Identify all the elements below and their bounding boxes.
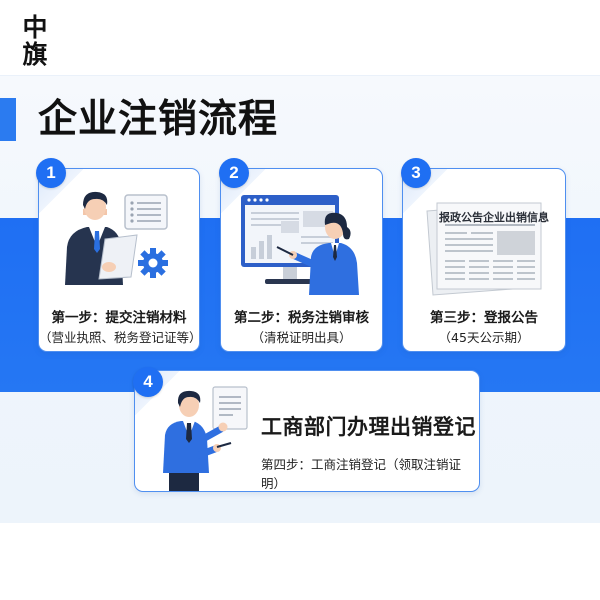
logo-char-2: 旗 xyxy=(22,40,48,69)
step-2-subtitle: （清税证明出具） xyxy=(251,330,352,345)
step-badge-3: 3 xyxy=(401,158,431,188)
step-4-subtitle: 第四步：工商注销登记（领取注销证明） xyxy=(261,457,462,491)
newspaper-headline: 报政公告企业出销信息 xyxy=(439,211,549,224)
businessman-document-gear-icon xyxy=(65,191,168,285)
step-card-1: 第一步：提交注销材料 （营业执照、税务登记证等） xyxy=(38,168,200,352)
businessman-presenting-document-icon xyxy=(163,386,248,491)
step-1-subtitle: （营业执照、税务登记证等） xyxy=(39,330,200,345)
step-badge-4: 4 xyxy=(133,367,163,397)
step-card-4: 工商部门办理出销登记 第四步：工商注销登记（领取注销证明） xyxy=(134,370,480,492)
step-card-2: 第二步：税务注销审核 （清税证明出具） xyxy=(220,168,383,352)
woman-presenting-monitor-icon xyxy=(241,195,359,295)
step-4-title: 工商部门办理出销登记 xyxy=(261,415,476,439)
step-1-title: 第一步：提交注销材料 xyxy=(51,310,187,326)
step-card-3: 报政公告企业出销信息 第三步：登报公告 （45天公示期） xyxy=(402,168,566,352)
step-3-title: 第三步：登报公告 xyxy=(430,310,538,326)
newspaper-icon xyxy=(426,202,542,296)
title-accent-bar xyxy=(0,98,16,141)
brand-logo: 中 旗 xyxy=(17,14,53,68)
step-3-subtitle: （45天公示期） xyxy=(438,330,530,345)
step-badge-2: 2 xyxy=(219,158,249,188)
logo-char-1: 中 xyxy=(22,13,48,42)
step-2-title: 第二步：税务注销审核 xyxy=(234,310,369,326)
step-badge-1: 1 xyxy=(36,158,66,188)
page-title: 企业注销流程 xyxy=(38,97,279,142)
